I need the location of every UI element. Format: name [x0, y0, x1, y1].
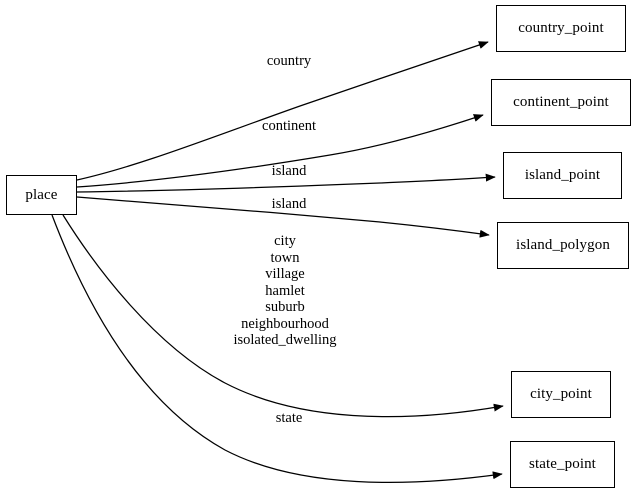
- node-label: island_point: [524, 167, 601, 183]
- node-label: island_polygon: [516, 237, 610, 253]
- node-island_point[interactable]: island_point: [503, 152, 622, 199]
- node-label: continent_point: [513, 94, 609, 110]
- node-label: country_point: [518, 20, 604, 36]
- node-island_polygon[interactable]: island_polygon: [497, 222, 629, 269]
- node-state_point[interactable]: state_point: [510, 441, 615, 488]
- edge-place-state_point: [51, 214, 503, 483]
- node-country_point[interactable]: country_point: [496, 5, 626, 52]
- node-label: city_point: [530, 386, 592, 402]
- edge-place-island_point: [76, 173, 496, 193]
- node-continent_point[interactable]: continent_point: [491, 79, 631, 126]
- edge-place-island_polygon: [76, 196, 490, 238]
- edge-place-continent_point: [76, 114, 484, 188]
- edge-place-country_point: [76, 41, 489, 181]
- node-place[interactable]: place: [6, 175, 77, 215]
- node-city_point[interactable]: city_point: [511, 371, 611, 418]
- edge-place-city_point: [62, 214, 504, 418]
- node-label: state_point: [529, 456, 596, 472]
- node-label: place: [25, 186, 58, 203]
